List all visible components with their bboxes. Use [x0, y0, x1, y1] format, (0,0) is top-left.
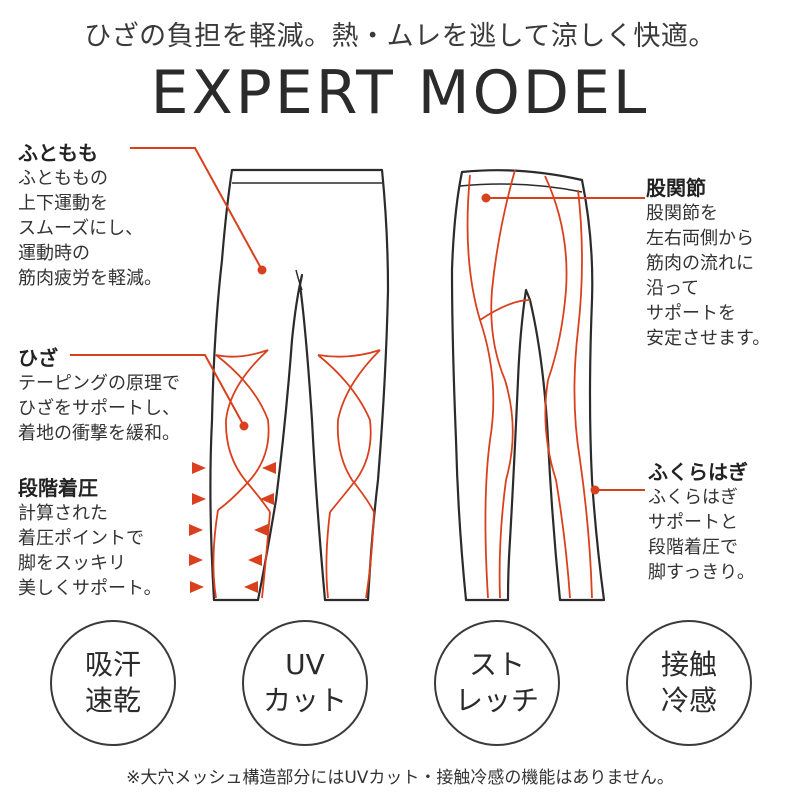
feature-hip-line: 筋肉の流れに	[646, 253, 754, 274]
front-support-lines	[212, 349, 381, 599]
cool-touch-badge: 接触 冷感	[626, 620, 752, 746]
feature-thigh-line: 運動時の	[18, 243, 90, 264]
badge-line: スト	[468, 648, 525, 681]
back-leggings	[450, 169, 606, 602]
callout-dots	[239, 193, 600, 495]
feature-knee-title: ひざ	[18, 346, 58, 370]
feature-hip-line: 沿って	[646, 278, 700, 299]
model-title: EXPERT MODEL	[150, 58, 650, 128]
badge-line: 吸汗	[84, 648, 141, 681]
feature-calf-line: サポートと	[648, 512, 738, 533]
back-support-lines	[466, 169, 593, 599]
feature-hip: 股関節 股関節を 左右両側から 筋肉の流れに 沿って サポートを 安定させます。	[646, 172, 770, 351]
quick-dry-badge: 吸汗 速乾	[50, 620, 176, 746]
compression-arrows	[189, 462, 276, 593]
feature-compression-line: 着圧ポイントで	[18, 528, 144, 549]
feature-thigh: ふともも ふとももの 上下運動を スムーズにし、 運動時の 筋肉疲労を軽減。	[18, 137, 162, 291]
badge-line: 接触	[660, 648, 717, 681]
badge-line: 速乾	[84, 684, 141, 717]
feature-calf-line: 脚すっきり。	[648, 562, 755, 583]
feature-thigh-line: 上下運動を	[18, 193, 108, 214]
badge-line: カット	[262, 684, 347, 717]
footnote: ※大穴メッシュ構造部分にはUVカット・接触冷感の機能はありません。	[126, 768, 674, 788]
badge-line: UV	[285, 648, 325, 681]
uv-cut-badge: UV カット	[242, 620, 368, 746]
feature-hip-line: 安定させます。	[646, 328, 771, 349]
feature-knee-line: テーピングの原理で	[18, 373, 180, 394]
feature-thigh-line: 筋肉疲労を軽減。	[18, 268, 162, 289]
front-leggings	[209, 168, 390, 602]
feature-compression: 段階着圧 計算された 着圧ポイントで 脚をスッキリ 美しくサポート。	[18, 472, 162, 601]
feature-thigh-line: ふとももの	[18, 168, 108, 189]
feature-compression-line: 美しくサポート。	[18, 578, 162, 599]
feature-compression-title: 段階着圧	[18, 476, 98, 500]
badge-line: 冷感	[660, 684, 717, 717]
feature-thigh-title: ふともも	[18, 141, 98, 165]
feature-calf: ふくらはぎ ふくらはぎ サポートと 段階着圧で 脚すっきり。	[648, 456, 755, 585]
feature-hip-title: 股関節	[646, 176, 706, 200]
feature-thigh-line: スムーズにし、	[18, 218, 144, 239]
feature-compression-line: 脚をスッキリ	[18, 553, 126, 574]
feature-compression-line: 計算された	[18, 503, 108, 524]
badge-line: レッチ	[454, 684, 539, 717]
callout-lines	[70, 147, 645, 491]
feature-knee-line: 着地の衝撃を緩和。	[18, 423, 180, 444]
stretch-badge: スト レッチ	[434, 620, 560, 746]
feature-hip-line: 左右両側から	[646, 228, 754, 249]
feature-knee: ひざ テーピングの原理で ひざをサポートし、 着地の衝撃を緩和。	[18, 342, 180, 446]
feature-calf-line: ふくらはぎ	[648, 487, 738, 508]
feature-hip-line: サポートを	[646, 303, 736, 324]
feature-hip-line: 股関節を	[646, 203, 718, 224]
tagline: ひざの負担を軽減。熱・ムレを逃して涼しく快適。	[84, 21, 716, 52]
feature-knee-line: ひざをサポートし、	[18, 398, 180, 419]
feature-calf-line: 段階着圧で	[648, 537, 738, 558]
feature-calf-title: ふくらはぎ	[648, 460, 748, 484]
